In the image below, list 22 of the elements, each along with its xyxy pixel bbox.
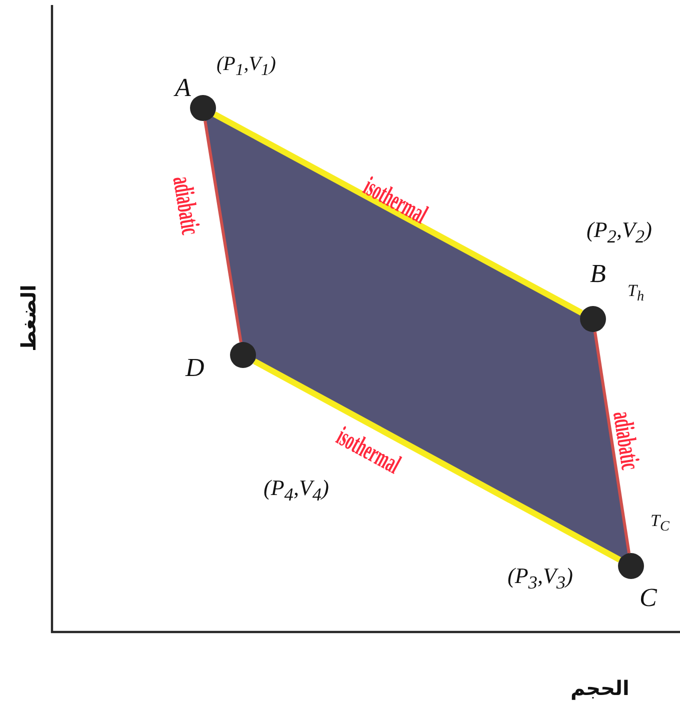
state-point — [580, 306, 606, 332]
axis-label: الضغط — [18, 284, 38, 352]
process-line — [252, 358, 622, 562]
coordinate-label: (P$_{1}$,V$_{1}$) — [216, 54, 276, 78]
point-letter: C — [640, 585, 657, 611]
point-letter: B — [590, 261, 606, 287]
process-line — [213, 112, 583, 316]
point-letter: D — [186, 355, 204, 381]
coordinate-label: (P$_{2}$,V$_{2}$) — [586, 218, 652, 246]
state-point — [618, 553, 644, 579]
edge-label: adiabatic — [608, 409, 644, 471]
axis-label: الحجم — [570, 678, 630, 698]
point-letter: A — [175, 75, 191, 101]
temperature-label: T$_{C}$ — [650, 512, 670, 534]
state-point — [230, 342, 256, 368]
process-line — [594, 332, 630, 554]
state-point — [190, 95, 216, 121]
coordinate-label: (P$_{3}$,V$_{3}$) — [508, 564, 573, 592]
coordinate-label: (P$_{4}$,V$_{4}$) — [264, 476, 329, 504]
temperature-label: T$_{h}$ — [628, 282, 644, 304]
process-line — [204, 120, 242, 342]
edge-label: adiabatic — [168, 174, 204, 236]
